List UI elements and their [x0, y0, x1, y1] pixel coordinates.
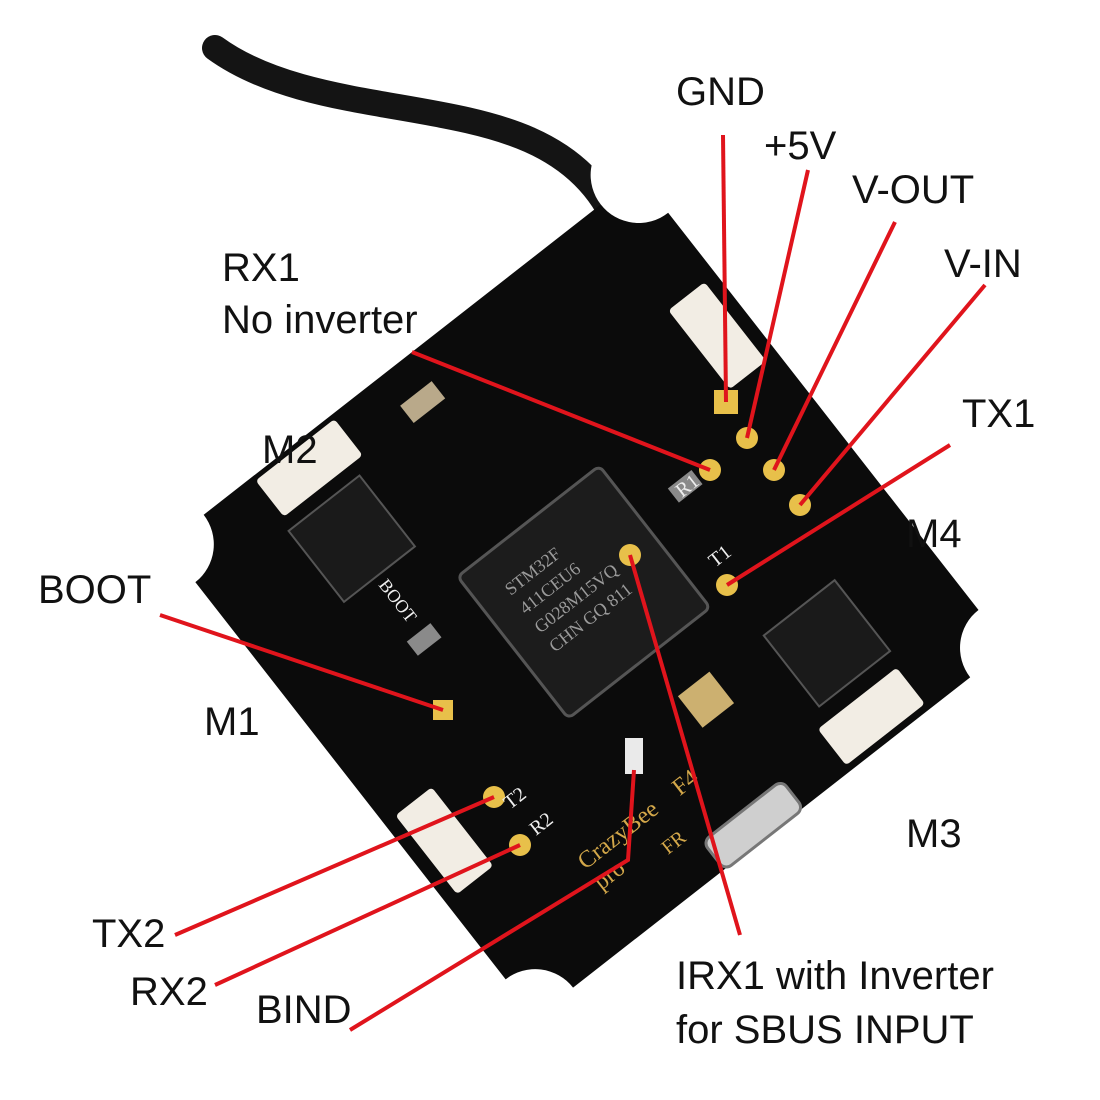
mount-hole [487, 969, 584, 1066]
vin-leader [798, 283, 987, 507]
motor-connector [819, 669, 924, 764]
mount-hole [960, 599, 1057, 696]
plus5v-label: +5V [764, 124, 837, 168]
m1-label: M1 [204, 700, 260, 744]
smd-component [400, 381, 446, 424]
driver-chip [287, 474, 417, 604]
irx1-leader [628, 554, 742, 936]
motor-connector [257, 420, 362, 516]
tx2-label: TX2 [92, 912, 166, 956]
smd-component [406, 623, 442, 656]
rx2-label: RX2 [130, 970, 208, 1014]
mcu-chip [458, 466, 710, 718]
motor-connector [669, 283, 765, 388]
m3-label: M3 [906, 812, 962, 856]
m4-label: M4 [906, 512, 962, 556]
bind-pad [625, 738, 643, 774]
irx1-label-line1: IRX1 with Inverter [676, 954, 994, 998]
rx1-label-line2: No inverter [222, 298, 418, 342]
rx2-leader [214, 843, 521, 987]
boot-leader [159, 613, 444, 712]
bind-leader [348, 769, 636, 1032]
vout-label: V-OUT [852, 168, 975, 212]
rx1-label-line1: RX1 [222, 246, 300, 290]
gnd-leader [721, 134, 728, 403]
smd-component [667, 469, 703, 503]
mount-hole [117, 496, 214, 593]
pcb-board: STM32F 411CEU6 G028M15VQ CHN GQ 811 Craz… [117, 126, 1057, 1066]
rx1-leader [411, 350, 711, 472]
smd-component [677, 671, 735, 728]
m2-label: M2 [262, 428, 318, 472]
irx1-label-line2: for SBUS INPUT [676, 1008, 974, 1052]
vin-label: V-IN [944, 242, 1022, 286]
vout-leader [772, 221, 897, 471]
tx1-leader [725, 443, 952, 587]
tx2-leader [174, 795, 495, 937]
tx1-label: TX1 [962, 392, 1036, 436]
boot-label: BOOT [38, 568, 152, 612]
usb-port [704, 781, 803, 869]
bind-label: BIND [256, 988, 352, 1032]
plus5v-leader [745, 169, 810, 439]
mount-hole [590, 126, 687, 223]
driver-chip [762, 578, 892, 708]
gnd-label: GND [676, 70, 765, 114]
leader-lines [159, 134, 987, 1032]
